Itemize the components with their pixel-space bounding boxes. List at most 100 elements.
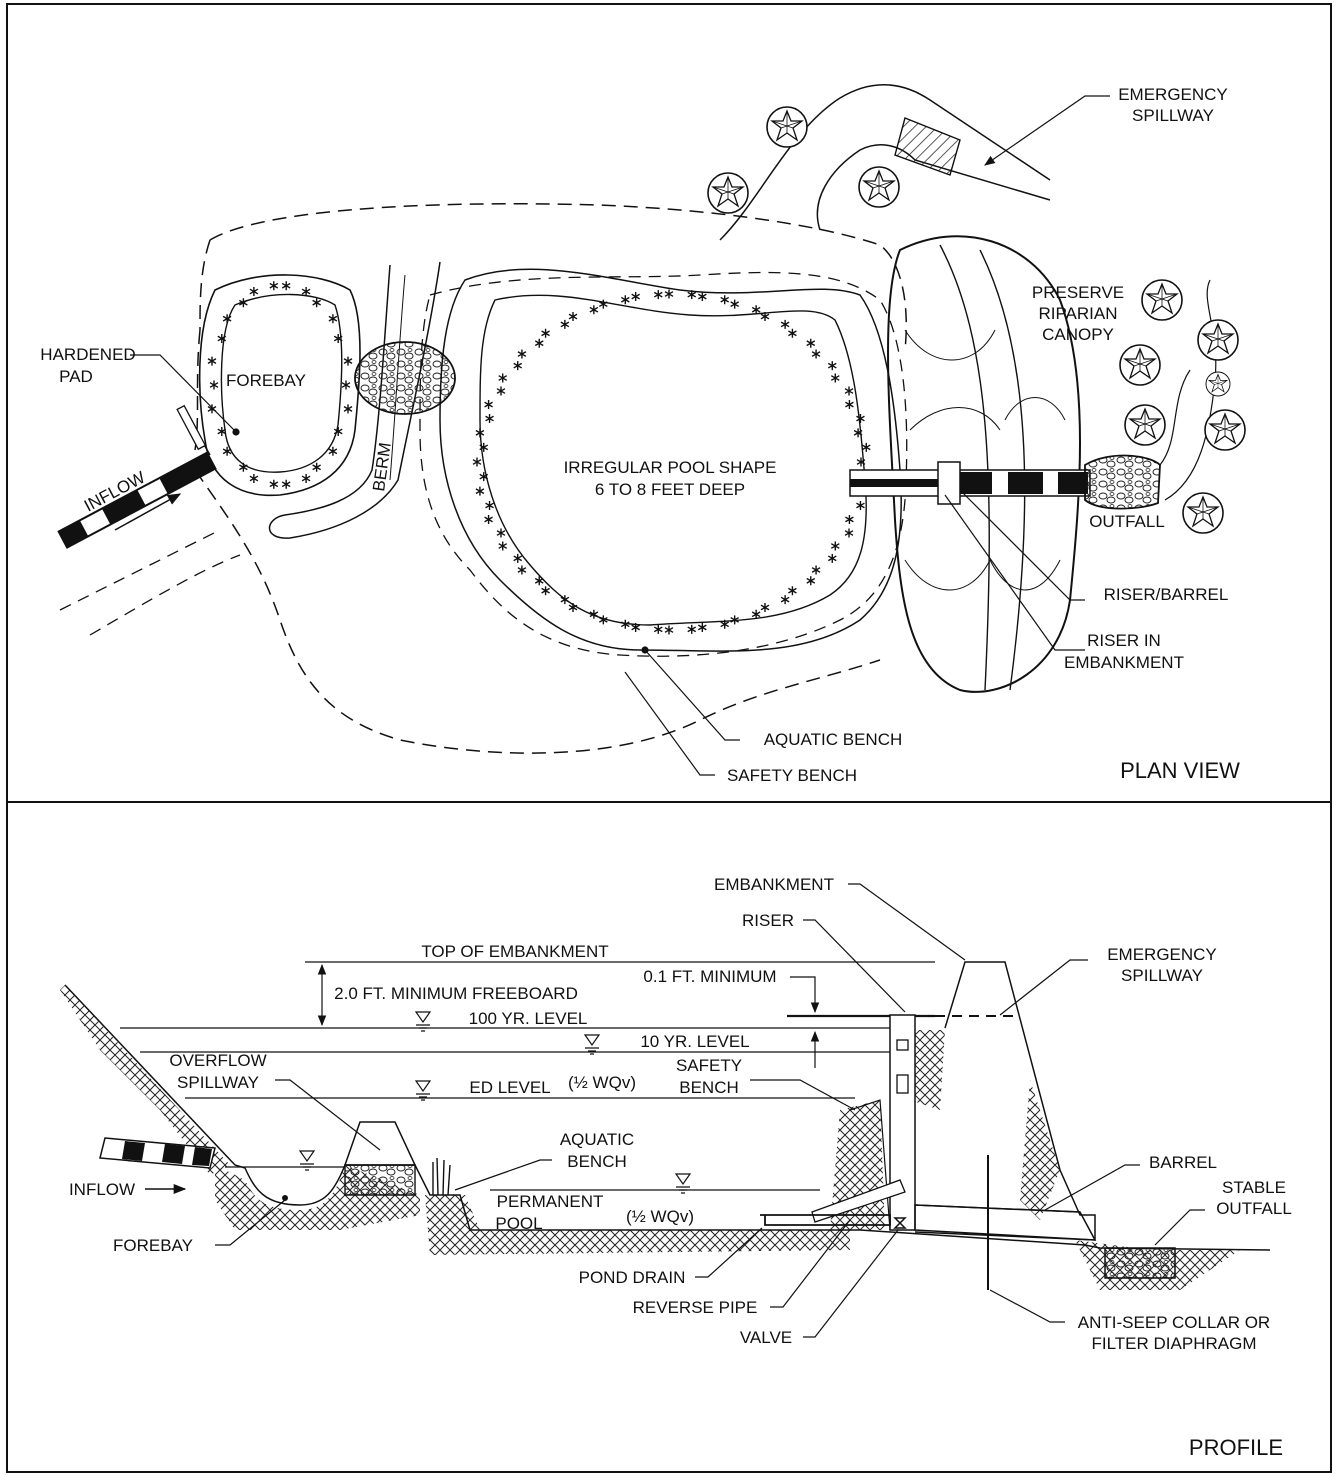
grading-limit — [194, 203, 908, 754]
profile-emergency-spillway-2: SPILLWAY — [1121, 966, 1203, 985]
planting-icon — [483, 514, 494, 525]
water-level-icon — [298, 1150, 316, 1171]
profile-riser-label: RISER — [742, 911, 794, 930]
planting-icon — [498, 540, 508, 552]
planting-icon — [328, 313, 338, 324]
water-level-icon — [674, 1173, 692, 1194]
planting-icon — [697, 622, 708, 633]
yr100-label: 100 YR. LEVEL — [469, 1009, 588, 1028]
planting-icon — [589, 304, 599, 315]
pond-drain-label: POND DRAIN — [579, 1268, 686, 1287]
overflow-spillway-berm — [343, 1121, 417, 1166]
reverse-pipe — [811, 1179, 906, 1223]
stable-outfall-riprap — [1104, 1247, 1176, 1279]
water-level-icon — [583, 1034, 601, 1055]
tree-icon — [1182, 492, 1224, 534]
tree-icon — [766, 106, 808, 148]
planting-icon — [534, 338, 544, 349]
profile-emergency-spillway-1: EMERGENCY — [1107, 945, 1217, 964]
pool-label-line1: IRREGULAR POOL SHAPE — [564, 458, 777, 477]
planting-icon — [620, 294, 631, 305]
profile-title: PROFILE — [1189, 1435, 1283, 1460]
tree-icon — [1204, 409, 1246, 451]
profile-barrel — [914, 1204, 1097, 1241]
yr10-label: 10 YR. LEVEL — [640, 1032, 749, 1051]
planting-icon — [598, 298, 609, 310]
hardened-pad-label-1: HARDENED — [40, 345, 135, 364]
planting-icon — [787, 585, 798, 596]
planting-icon — [281, 280, 291, 291]
planting-icon — [249, 286, 259, 297]
aquatic-bench-reeds — [432, 1157, 451, 1196]
riser-embankment-label-2: EMBANKMENT — [1064, 653, 1184, 672]
planting-icon — [207, 355, 217, 367]
valve-icon — [893, 1217, 907, 1229]
antiseep-label-1: ANTI-SEEP COLLAR OR — [1078, 1313, 1270, 1332]
forebay-outer — [198, 274, 361, 497]
stable-outfall-label-1: STABLE — [1222, 1178, 1286, 1197]
permanent-pool-label-2: POOL — [495, 1214, 542, 1233]
planting-icon — [697, 291, 708, 302]
plan-view-title: PLAN VIEW — [1120, 758, 1240, 783]
water-levels — [120, 961, 935, 1191]
planting-icon — [687, 624, 697, 635]
planting-icon — [827, 360, 837, 371]
antiseep-label-2: FILTER DIAPHRAGM — [1092, 1334, 1257, 1353]
water-level-symbols — [298, 1011, 692, 1194]
planting-icon — [653, 624, 663, 635]
aquatic-bench-label: AQUATIC BENCH — [764, 730, 903, 749]
riser-box — [937, 461, 961, 505]
hardened-pad-label-2: PAD — [59, 367, 93, 386]
reverse-pipe-label: REVERSE PIPE — [633, 1298, 758, 1317]
tree-icon — [1124, 404, 1166, 446]
profile-leaders — [215, 883, 1205, 1338]
valve-label: VALVE — [740, 1328, 792, 1347]
profile-embankment — [914, 961, 1096, 1241]
planting-icon — [806, 338, 816, 349]
planting-icon — [844, 527, 854, 539]
planting-icon — [780, 594, 790, 605]
planting-icon — [343, 403, 353, 415]
inflow-arrow — [114, 493, 182, 531]
forebay-inner — [220, 293, 343, 473]
barrel-label: BARREL — [1149, 1153, 1217, 1172]
pool-inner — [479, 294, 867, 626]
planting-icon — [540, 585, 551, 596]
planting-icon — [249, 473, 259, 484]
planting-icon — [475, 485, 485, 497]
water-level-icon — [414, 1011, 432, 1032]
planting-icon — [811, 564, 821, 576]
planting-icon — [484, 413, 495, 424]
forebay-label: FOREBAY — [226, 371, 306, 390]
planting-icon — [301, 473, 311, 484]
riser-barrel-label: RISER/BARREL — [1104, 585, 1229, 604]
planting-icon — [560, 319, 570, 330]
tree-icon — [858, 166, 900, 208]
planting-icon — [513, 553, 523, 564]
planting-icon — [269, 280, 279, 291]
safety-bench-label-2: BENCH — [679, 1078, 739, 1097]
planting-icon — [664, 624, 674, 636]
planting-icon — [496, 385, 506, 397]
plan-view: IRREGULAR POOL SHAPE 6 TO 8 FEET DEEP — [40, 84, 1246, 785]
overflow-label-2: SPILLWAY — [177, 1073, 259, 1092]
outfall-riprap — [1084, 454, 1161, 510]
tree-icon — [1197, 319, 1239, 361]
profile-inflow-label: INFLOW — [69, 1180, 135, 1199]
planting-icon — [498, 372, 508, 384]
tree-icon — [1119, 344, 1161, 386]
outfall-label: OUTFALL — [1089, 512, 1165, 531]
overflow-riprap — [344, 1164, 416, 1196]
permanent-pool-label-1: PERMANENT — [497, 1192, 604, 1211]
half-wqv-label-2: (½ WQv) — [626, 1207, 694, 1226]
berm-label: BERM — [369, 441, 395, 492]
planting-icon — [281, 479, 291, 490]
safety-bench-label: SAFETY BENCH — [727, 766, 857, 785]
planting-icon — [311, 462, 322, 473]
planting-icon — [484, 500, 495, 511]
planting-icon — [861, 442, 871, 453]
plan-leaders — [130, 95, 1110, 776]
aquatic-bench-label-2: BENCH — [567, 1152, 627, 1171]
embankment — [887, 235, 1081, 693]
inflow-pipe — [57, 451, 217, 549]
